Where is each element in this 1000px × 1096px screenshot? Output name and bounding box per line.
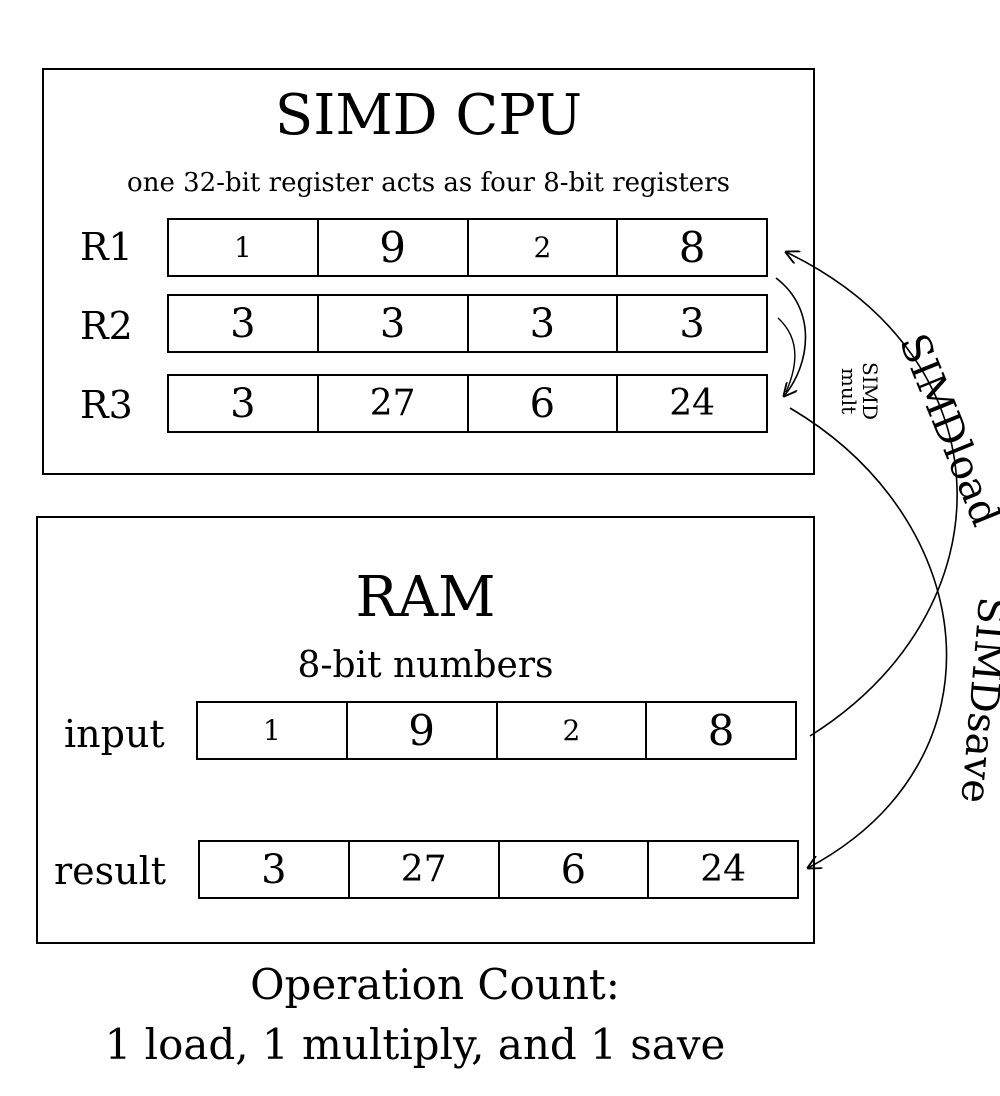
- operation-count-title: Operation Count:: [250, 960, 620, 1009]
- ram-cell: 27: [350, 842, 500, 897]
- ram-row-result: 3 27 6 24: [198, 840, 799, 899]
- register-cell: 27: [319, 376, 469, 431]
- register-cell: 3: [169, 376, 319, 431]
- register-r3: 3 27 6 24: [167, 374, 768, 433]
- ram-label-result: result: [54, 849, 167, 893]
- register-cell: 3: [319, 296, 469, 351]
- register-label-r1: R1: [80, 225, 133, 269]
- register-cell: 9: [319, 220, 469, 275]
- register-cell: 3: [469, 296, 619, 351]
- ram-title: RAM: [355, 565, 496, 630]
- save-arrow: [789, 407, 948, 868]
- cpu-title: SIMD CPU: [274, 83, 583, 148]
- cpu-box: [42, 68, 815, 475]
- load-arrow: [786, 252, 958, 737]
- register-cell: 2: [469, 220, 619, 275]
- register-label-r3: R3: [80, 383, 133, 427]
- mult-arrow: [775, 277, 807, 396]
- ram-cell: 6: [500, 842, 650, 897]
- register-cell: 24: [669, 383, 716, 424]
- register-r1: 1 9 2 8: [167, 218, 768, 277]
- ram-subtitle: 8-bit numbers: [297, 645, 554, 686]
- cpu-subtitle: one 32-bit register acts as four 8-bit r…: [127, 168, 730, 198]
- ram-cell: 3: [200, 842, 350, 897]
- register-label-r2: R2: [80, 304, 133, 348]
- mult-label: SIMD mult: [837, 361, 882, 421]
- register-cell: 6: [469, 376, 619, 431]
- ram-cell: 1: [198, 703, 348, 758]
- register-r2: 3 3 3 3: [167, 294, 768, 353]
- register-cell: 8: [678, 223, 706, 272]
- ram-cell: 8: [707, 706, 735, 755]
- register-cell: 3: [169, 296, 319, 351]
- ram-row-input: 1 9 2 8: [196, 701, 797, 760]
- ram-cell: 24: [700, 849, 747, 890]
- register-cell: 1: [169, 220, 319, 275]
- ram-cell: 9: [348, 703, 498, 758]
- ram-cell: 2: [498, 703, 648, 758]
- ram-label-input: input: [64, 712, 165, 756]
- operation-count-detail: 1 load, 1 multiply, and 1 save: [104, 1020, 726, 1069]
- register-cell: 3: [679, 300, 705, 347]
- ram-box: [36, 516, 815, 944]
- mult-arrow-secondary: [777, 317, 796, 393]
